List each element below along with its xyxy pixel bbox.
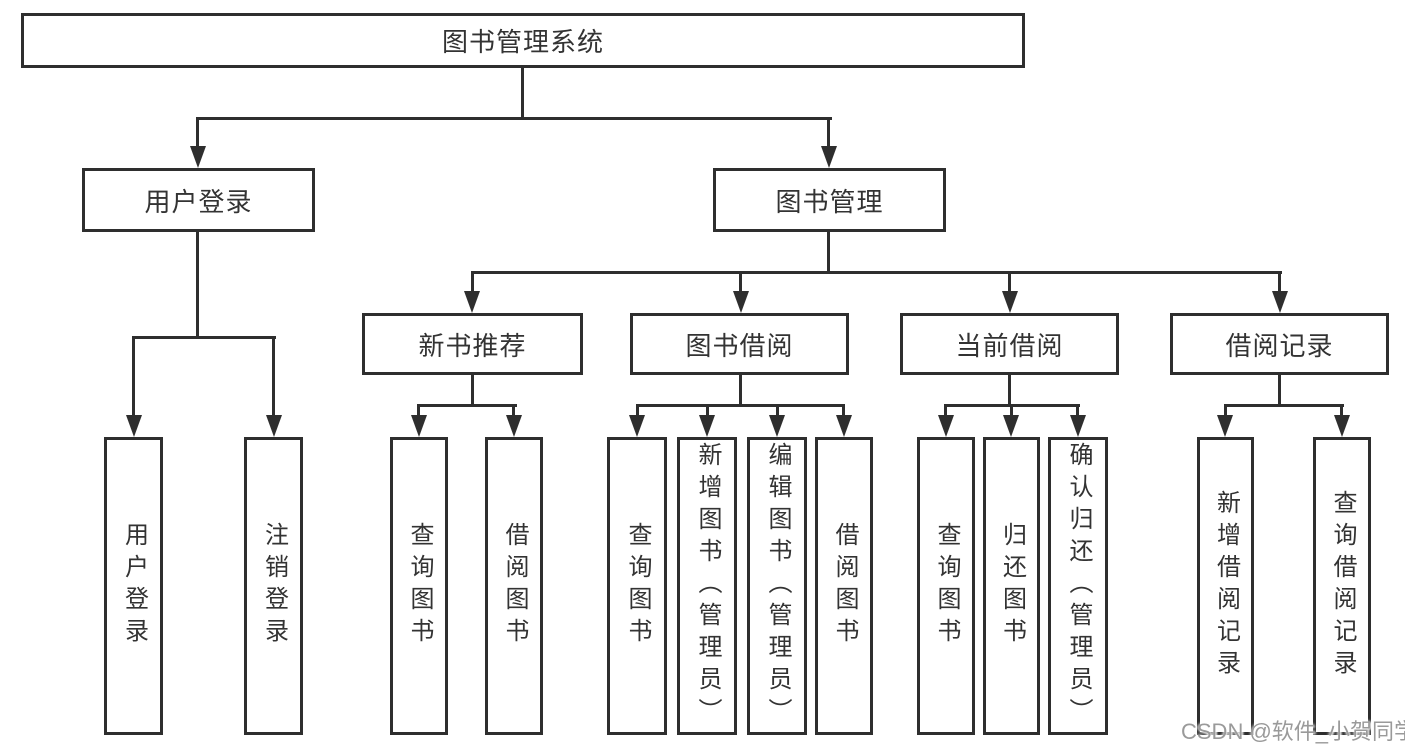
connector [842,404,845,420]
node-root-label: 图书管理系统 [441,27,604,57]
leaf-query-books-recommend: 查询图书 [390,437,448,735]
leaf-borrow-books-label: 借阅图书 [831,522,858,650]
leaf-edit-books-admin: 编辑图书（管理员） [747,437,807,735]
connector [417,404,420,420]
connector [776,404,779,420]
arrow-down-icon [1002,291,1018,313]
arrow-down-icon [190,146,206,168]
node-new-book-recommend-label: 新书推荐 [418,330,527,361]
connector [1008,375,1011,407]
connector [471,271,1282,274]
arrow-down-icon [1272,291,1288,313]
connector [196,232,199,339]
arrow-down-icon [411,415,427,437]
arrow-down-icon [699,415,715,437]
connector [1278,375,1281,407]
connector [706,404,709,420]
node-root: 图书管理系统 [21,13,1025,68]
connector [636,404,639,420]
leaf-query-borrow-record-label: 查询借阅记录 [1329,490,1356,682]
connector [636,404,845,407]
connector [1278,271,1281,297]
arrow-down-icon [1003,415,1019,437]
node-book-management-label: 图书管理 [775,186,884,217]
connector [471,375,474,407]
arrow-down-icon [506,415,522,437]
connector [739,375,742,407]
connector [196,117,199,149]
arrow-down-icon [629,415,645,437]
node-new-book-recommend: 新书推荐 [362,313,583,375]
arrow-down-icon [126,415,142,437]
connector [1076,404,1079,420]
connector [1008,271,1011,297]
leaf-add-books-admin-label: 新增图书（管理员） [694,442,721,730]
node-borrowing-records-label: 借阅记录 [1225,330,1334,361]
csdn-watermark: CSDN @软件_小贺同学 [1181,719,1405,744]
node-book-borrowing-label: 图书借阅 [685,330,794,361]
connector [521,68,524,119]
leaf-return-books: 归还图书 [983,437,1040,735]
leaf-logout-label: 注销登录 [260,522,288,650]
node-borrowing-records: 借阅记录 [1170,313,1389,375]
node-user-login: 用户登录 [82,168,315,232]
connector [132,336,276,339]
leaf-confirm-return-admin: 确认归还（管理员） [1048,437,1108,735]
leaf-user-login-label: 用户登录 [120,522,148,650]
node-current-borrowing: 当前借阅 [900,313,1119,375]
leaf-borrow-books-recommend-label: 借阅图书 [501,522,528,650]
leaf-borrow-books: 借阅图书 [815,437,873,735]
arrow-down-icon [733,291,749,313]
leaf-add-books-admin: 新增图书（管理员） [677,437,737,735]
connector [471,271,474,297]
connector [944,404,947,420]
leaf-borrow-books-recommend: 借阅图书 [485,437,543,735]
node-user-login-label: 用户登录 [144,186,253,217]
connector [196,117,832,120]
arrow-down-icon [266,415,282,437]
leaf-query-books-borrowing: 查询图书 [607,437,667,735]
leaf-confirm-return-admin-label: 确认归还（管理员） [1065,442,1092,730]
connector [1224,404,1344,407]
arrow-down-icon [1070,415,1086,437]
leaf-query-borrow-record: 查询借阅记录 [1313,437,1371,735]
leaf-return-books-label: 归还图书 [998,522,1026,650]
connector [512,404,515,420]
arrow-down-icon [464,291,480,313]
connector [739,271,742,297]
arrow-down-icon [1217,415,1233,437]
node-book-management: 图书管理 [713,168,946,232]
connector [132,336,135,420]
leaf-add-borrow-record-label: 新增借阅记录 [1212,490,1240,682]
connector [827,232,830,274]
leaf-query-books-borrowing-label: 查询图书 [624,522,651,650]
connector [1224,404,1227,420]
connector [417,404,517,407]
leaf-edit-books-admin-label: 编辑图书（管理员） [764,442,791,730]
arrow-down-icon [938,415,954,437]
connector [1340,404,1343,420]
leaf-query-books-recommend-label: 查询图书 [406,522,433,650]
arrow-down-icon [769,415,785,437]
connector [827,117,830,149]
arrow-down-icon [836,415,852,437]
connector [1010,404,1013,420]
arrow-down-icon [1334,415,1350,437]
connector [272,336,275,420]
leaf-query-books-current: 查询图书 [917,437,975,735]
node-current-borrowing-label: 当前借阅 [955,330,1064,361]
arrow-down-icon [821,146,837,168]
leaf-query-books-current-label: 查询图书 [933,522,960,650]
leaf-logout: 注销登录 [244,437,303,735]
leaf-add-borrow-record: 新增借阅记录 [1197,437,1254,735]
node-book-borrowing: 图书借阅 [630,313,849,375]
leaf-user-login: 用户登录 [104,437,163,735]
